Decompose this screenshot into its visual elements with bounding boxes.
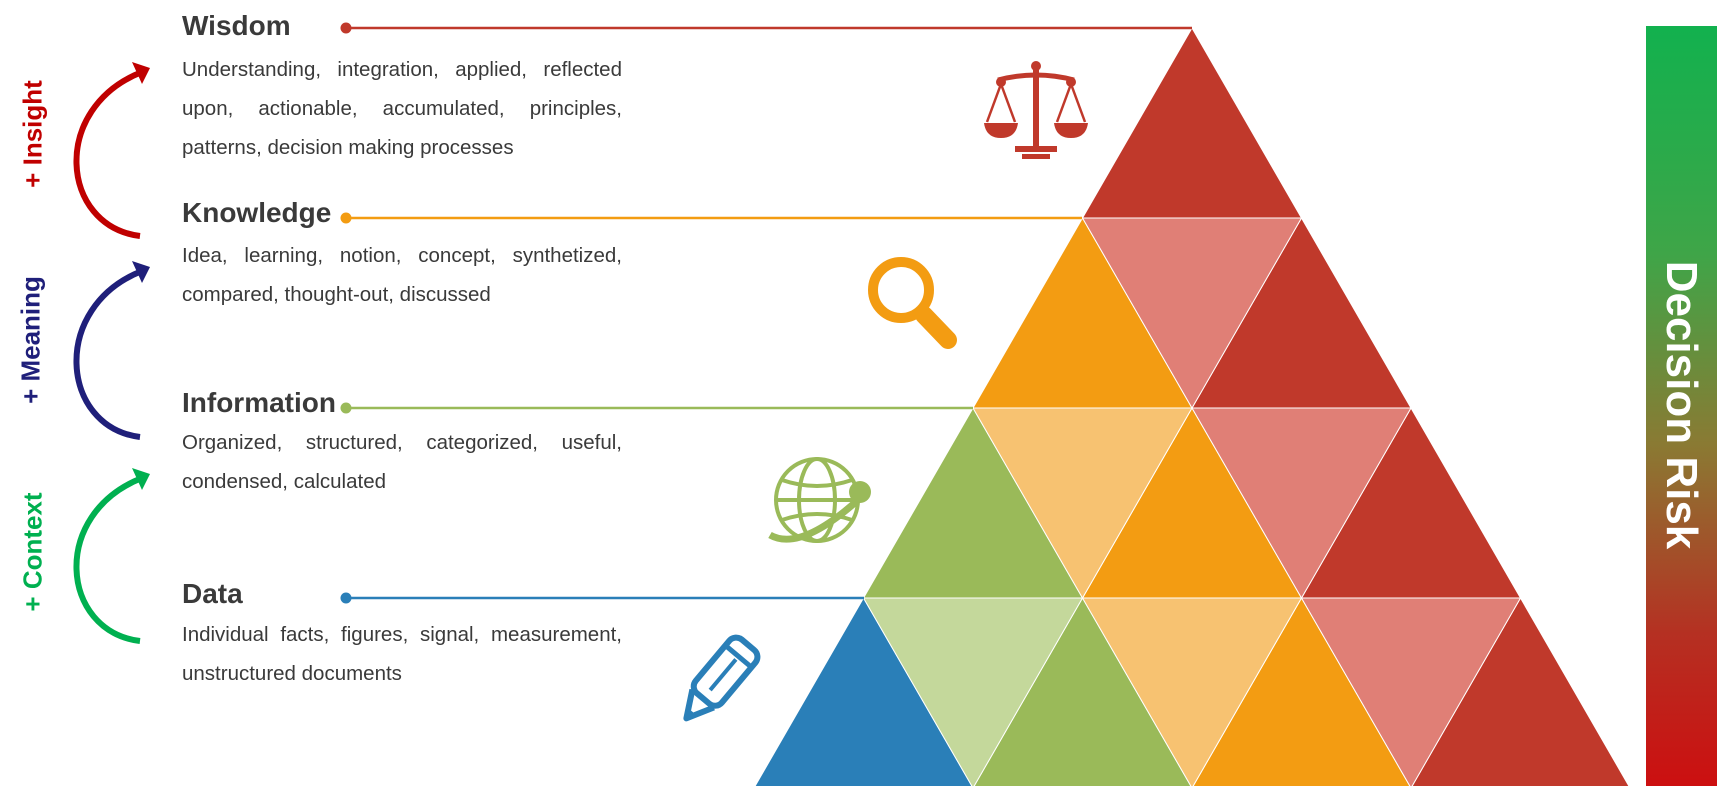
arrow-arc-context (73, 475, 144, 644)
pyramid-segment-light (1191, 407, 1412, 600)
magnifier-icon (868, 257, 957, 349)
pyramid-segment (1081, 26, 1303, 219)
level-description-wisdom: Understanding, integration, applied, ref… (182, 58, 622, 159)
level-title-information: Information (182, 387, 336, 418)
transition-label-context: + Context (17, 492, 48, 612)
pyramid-segment-light (1081, 217, 1303, 410)
pyramid-segment-light (972, 407, 1193, 600)
level-description-information: Organized, structured, categorized, usef… (182, 431, 622, 493)
pyramid-segment-light (1081, 597, 1303, 786)
arrow-arc-insight (73, 69, 144, 239)
arrowhead-context (132, 468, 150, 490)
connector-dot-wisdom (340, 22, 352, 34)
transition-label-insight: + Insight (17, 80, 48, 188)
arrowhead-insight (132, 62, 150, 84)
pencil-icon (683, 634, 761, 722)
arrow-arc-meaning (73, 268, 144, 440)
level-title-wisdom: Wisdom (182, 10, 291, 41)
scales-icon (984, 61, 1088, 159)
decision-risk-label: Decision Risk (1657, 260, 1706, 550)
level-connectors (340, 22, 1192, 604)
connector-dot-information (340, 402, 352, 414)
transition-arrows (73, 62, 150, 644)
level-title-data: Data (182, 578, 243, 609)
pyramid-segment-light (862, 597, 1084, 786)
connector-dot-data (340, 592, 352, 604)
connector-dot-knowledge (340, 212, 352, 224)
arrowhead-meaning (132, 261, 150, 283)
pyramid-segment-light (1300, 597, 1522, 786)
level-description-data: Individual facts, figures, signal, measu… (182, 623, 622, 685)
level-title-knowledge: Knowledge (182, 197, 332, 228)
level-description-knowledge: Idea, learning, notion, concept, synthet… (182, 244, 622, 306)
globe-icon (768, 457, 871, 543)
decision-risk-bar (1646, 26, 1717, 786)
pyramid (754, 26, 1630, 786)
transition-label-meaning: + Meaning (15, 276, 46, 404)
